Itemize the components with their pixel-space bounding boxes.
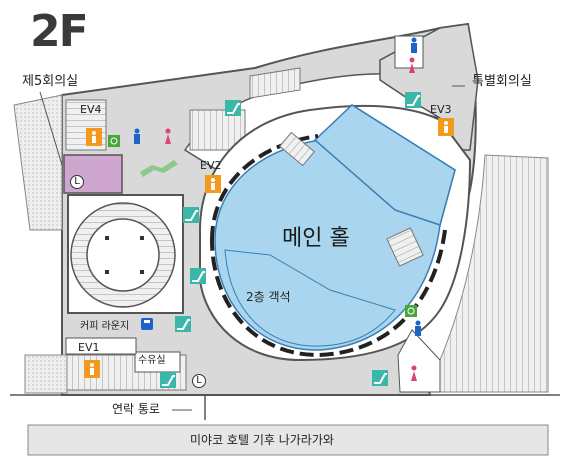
floor-label: 2F [30, 6, 89, 57]
toilet-female-icon [409, 57, 415, 73]
ev4-label: EV4 [80, 103, 102, 116]
escalator-icon [372, 370, 388, 386]
elevator-icon [205, 175, 221, 193]
locker-icon: L [70, 175, 84, 189]
main-hall-label: 메인 홀 [282, 226, 350, 251]
corridor-label: 연락 통로 [112, 402, 160, 416]
walkway-icon [140, 160, 178, 177]
room5-label: 제5회의실 [22, 74, 79, 89]
escalator-icon [175, 316, 191, 332]
hotel-band [27, 424, 549, 456]
toilet-female-icon [411, 365, 417, 381]
ev1-label: EV1 [78, 341, 100, 354]
hotel-label: 미야코 호텔 기후 나가라가와 [190, 433, 334, 447]
left-terrace [13, 94, 63, 231]
elevator-icon [86, 128, 102, 146]
escalator-icon [190, 268, 206, 284]
ev3-label: EV3 [430, 103, 452, 116]
stair-well [86, 218, 160, 292]
toilet-male-icon [415, 320, 421, 336]
accessible-icon [108, 135, 120, 147]
nursing-icon [141, 318, 153, 330]
escalator-icon [225, 100, 241, 116]
balcony-outline [224, 249, 396, 347]
seats-label: 2층 객석 [246, 290, 291, 304]
nursing-room-label: 수유실 [138, 355, 166, 366]
accessible-icon [405, 305, 417, 317]
escalator-icon [405, 92, 421, 108]
ev2-label: EV2 [200, 159, 222, 172]
escalator-icon [183, 207, 199, 223]
special-room-label: 특별회의실 [472, 74, 532, 89]
toilet-female-icon [165, 128, 171, 144]
escalator-icon [160, 372, 176, 388]
hall-stage [313, 104, 456, 226]
elevator-icon [84, 360, 100, 378]
toilet-male-icon [134, 128, 140, 144]
cafe-label: 커피 라운지 [80, 321, 130, 332]
elevator-icon [438, 118, 454, 136]
locker-icon: L [192, 374, 206, 388]
toilet-male-icon [411, 37, 417, 53]
